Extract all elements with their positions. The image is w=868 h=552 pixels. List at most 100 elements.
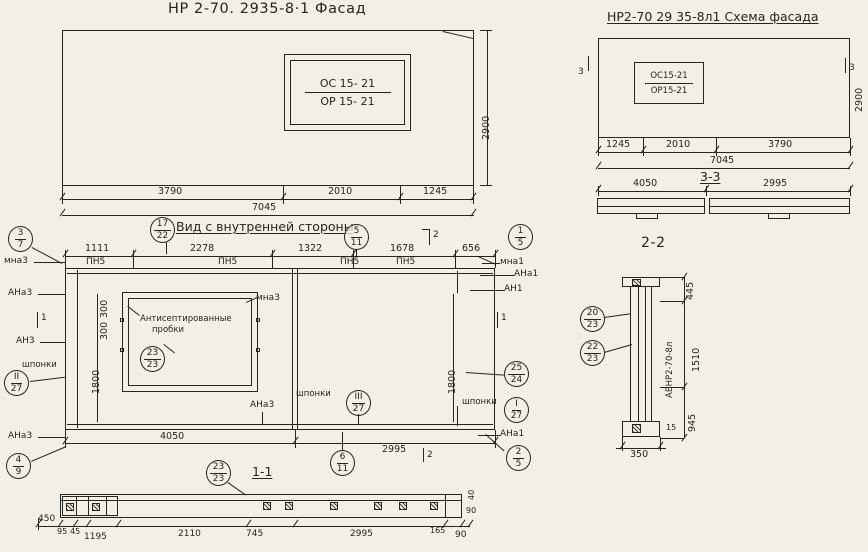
sec11-end-block (62, 496, 118, 516)
callout-bottom: 27 (10, 383, 23, 394)
dim-line (598, 152, 850, 153)
profile-line (597, 206, 705, 207)
callout-bottom: 23 (212, 473, 225, 484)
callout-top: III (351, 392, 366, 404)
facade-dim-1245: 1245 (423, 186, 448, 197)
dim-tick (681, 433, 688, 442)
schema-panel-outline (598, 38, 850, 138)
callout-top: 4 (12, 455, 25, 467)
callout-bottom: 27 (352, 403, 365, 414)
callout-5-11: 5 11 (344, 224, 369, 250)
inner-dim-1111: 1111 (85, 243, 110, 254)
dim-line (487, 30, 488, 186)
callout-20-23: 20 23 (580, 306, 605, 332)
inner-dim-1322: 1322 (298, 243, 323, 254)
dim-line (616, 448, 666, 449)
ana3-label-mid: АНа3 (250, 400, 275, 410)
shponki-label-right: шпонки (462, 397, 497, 407)
callout-III-27: III 27 (346, 390, 371, 416)
facade-dim-2010: 2010 (328, 186, 353, 197)
callout-top: 20 (583, 308, 602, 320)
inner-dim-2278: 2278 (190, 243, 215, 254)
ext-line (272, 250, 273, 268)
callout-17-22: 17 22 (150, 217, 175, 243)
inner-dim-656: 656 (462, 243, 481, 254)
schema-dim-2010: 2010 (666, 139, 691, 150)
inner-dim-1678: 1678 (390, 243, 415, 254)
sec22-dim-445: 445 (685, 281, 696, 300)
antiseptic-plugs-label-1: Антисептированные (140, 314, 232, 324)
profile-line (709, 206, 850, 207)
mna1-label: мна1 (500, 257, 524, 267)
ext-line (660, 387, 684, 388)
section-3-3-title: 3-3 (700, 169, 721, 184)
leader-line (166, 242, 167, 254)
panel-edge-line (67, 424, 493, 425)
window-mark-bottom: ОР 15- 21 (320, 95, 375, 108)
ana3-label: АНа3 (8, 288, 33, 298)
pn5-label: ПН5 (340, 257, 360, 267)
callout-top: 6 (336, 452, 349, 464)
mna3-label: мна3 (4, 256, 28, 266)
ext-line (660, 438, 684, 439)
facade-panel-outline (62, 30, 474, 186)
leader-line (34, 262, 65, 263)
dim-tick (467, 519, 474, 528)
profile-line (645, 286, 646, 422)
callout-bottom: 27 (510, 410, 523, 421)
callout-25-24: 25 24 (504, 361, 529, 387)
inner-view-title: Вид с внутренней стороны (176, 219, 354, 234)
ext-line (133, 250, 134, 268)
facade-window-label: ОС 15- 21 ОР 15- 21 (290, 60, 405, 125)
pn5-label: ПН5 (396, 257, 416, 267)
inner-dim-2995: 2995 (382, 444, 407, 455)
leader-line (478, 435, 500, 436)
profile-line (76, 496, 77, 516)
panel-joint-line (292, 268, 293, 430)
callout-bottom: 23 (146, 359, 159, 370)
callout-bottom: 24 (510, 374, 523, 385)
profile-notch (768, 213, 790, 219)
dim-line (684, 277, 685, 438)
profile-line (106, 496, 107, 516)
callout-top: I (512, 399, 521, 411)
rebar-section (374, 502, 382, 510)
section-marker-line (845, 58, 846, 73)
callout-top: 2 (512, 447, 525, 459)
callout-I-27: I 27 (504, 397, 529, 423)
facade-title: НР 2-70. 2935-8·1 Фасад (168, 1, 367, 17)
section-marker-1-left: 1 (41, 313, 47, 323)
section-marker-line (423, 448, 424, 462)
rebar-section (330, 502, 338, 510)
sec11-dim-2110: 2110 (178, 529, 201, 539)
leader-line (356, 249, 357, 257)
callout-bottom: 11 (336, 463, 349, 474)
inner-window-inner (128, 298, 252, 386)
profile-line (445, 494, 446, 518)
section-marker-2-top: 2 (433, 230, 439, 240)
panel-edge-line (77, 270, 78, 428)
section-marker-3-right: 3 (849, 63, 855, 73)
section-marker-line (422, 229, 430, 230)
callout-top: II (10, 372, 23, 384)
dim-line (453, 294, 454, 422)
dim-line (65, 443, 495, 444)
callout-1-5: 1 5 (508, 224, 533, 250)
facade-window-outer (284, 54, 411, 131)
profile-notch (636, 213, 658, 219)
sec11-dim-165: 165 (430, 526, 446, 535)
shponki-label-left: шпонки (22, 360, 57, 370)
window-mark-bottom: ОР15-21 (650, 85, 688, 96)
callout-23-23-window: 23 23 (140, 346, 165, 372)
callout-bottom: 7 (17, 239, 24, 250)
callout-top: 23 (143, 348, 162, 360)
callout-22-23: 22 23 (580, 340, 605, 366)
schema-dim-total: 7045 (710, 155, 735, 166)
sec11-dim-1195: 1195 (84, 532, 107, 542)
profile-line (638, 286, 639, 422)
leader-line (342, 432, 343, 450)
leader-line (40, 342, 65, 343)
leader-line (604, 344, 633, 353)
rebar-section (399, 502, 407, 510)
panel-edge-line (67, 273, 493, 274)
